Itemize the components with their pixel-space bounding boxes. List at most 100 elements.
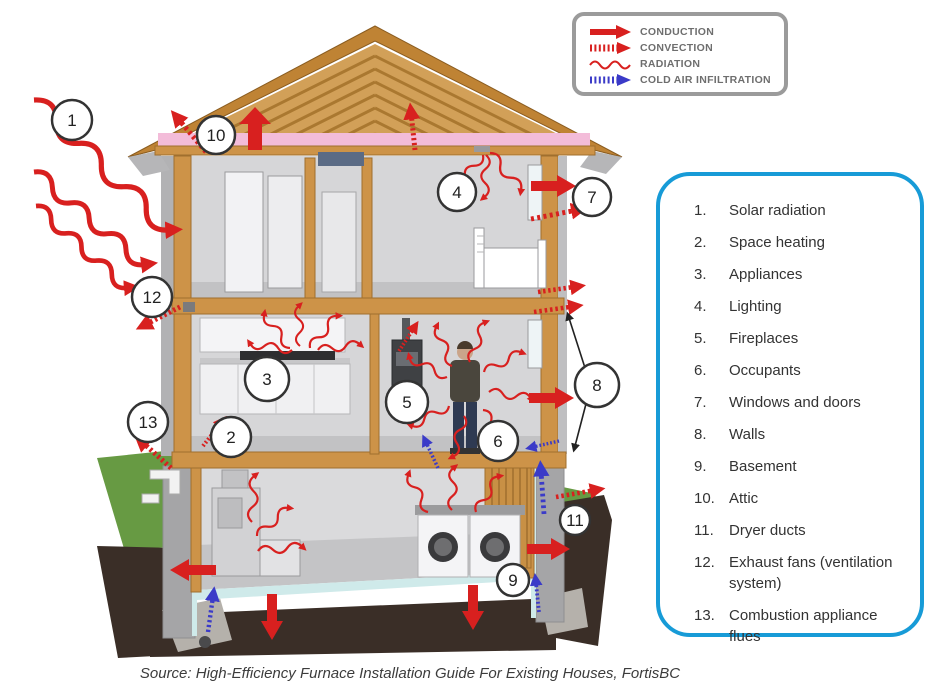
key-item: 9. Basement	[694, 456, 902, 477]
legend-item-label: RADIATION	[640, 58, 701, 70]
key-item: 11. Dryer ducts	[694, 520, 902, 541]
striped-red-arrow-icon	[588, 40, 640, 56]
key-item-number: 1.	[694, 202, 707, 219]
flue-pipes	[141, 469, 181, 504]
diagram-marker-4: 4	[436, 171, 478, 213]
window	[527, 319, 543, 369]
diagram-marker-8: 8	[573, 361, 621, 409]
key-item: 3. Appliances	[694, 264, 902, 285]
key-item-label: Walls	[729, 426, 766, 443]
svg-text:13: 13	[139, 413, 158, 432]
diagram-marker-7: 7	[571, 176, 613, 218]
svg-text:9: 9	[508, 571, 517, 590]
key-item-number: 3.	[694, 266, 707, 283]
svg-text:11: 11	[566, 511, 584, 530]
key-item-label: Windows and doors	[729, 394, 861, 411]
ground	[97, 450, 612, 658]
ceiling-light	[474, 146, 490, 152]
diagram-marker-11: 11	[558, 503, 592, 537]
key-item-number: 13.	[694, 607, 715, 624]
svg-text:6: 6	[493, 432, 502, 451]
person	[450, 341, 480, 454]
diagram-marker-6: 6	[476, 419, 520, 463]
roof	[127, 25, 623, 176]
stove	[240, 351, 335, 360]
key-item-label: Combustion appliance flues	[729, 607, 878, 645]
svg-text:1: 1	[67, 111, 76, 130]
key-item: 4. Lighting	[694, 296, 902, 317]
diagram-marker-5: 5	[384, 379, 430, 425]
key-item-number: 6.	[694, 362, 707, 379]
key-item-number: 4.	[694, 298, 707, 315]
source-caption: Source: High-Efficiency Furnace Installa…	[139, 665, 681, 682]
key-item-label: Occupants	[729, 362, 801, 379]
svg-text:4: 4	[452, 183, 461, 202]
diagram-marker-9: 9	[495, 562, 531, 598]
key-item-number: 5.	[694, 330, 707, 347]
key-item-number: 7.	[694, 394, 707, 411]
key-item-label: Dryer ducts	[729, 522, 806, 539]
key-item: 1. Solar radiation	[694, 200, 902, 221]
key-item-label: Lighting	[729, 298, 782, 315]
key-item-number: 8.	[694, 426, 707, 443]
key-item: 10. Attic	[694, 488, 902, 509]
svg-text:3: 3	[262, 370, 271, 389]
legend-item-label: CONVECTION	[640, 42, 714, 54]
diagram-marker-2: 2	[209, 415, 253, 459]
legend-item-label: CONDUCTION	[640, 26, 715, 38]
key-item-label: Fireplaces	[729, 330, 799, 347]
key-item-number: 2.	[694, 234, 707, 251]
furnishings	[141, 146, 547, 578]
key-item: 6. Occupants	[694, 360, 902, 381]
key-item: 5. Fireplaces	[694, 328, 902, 349]
exhaust-fan-vent	[183, 302, 195, 312]
svg-text:7: 7	[587, 188, 596, 207]
furnace	[211, 469, 301, 577]
key-item-number: 10.	[694, 490, 715, 507]
diagram-marker-13: 13	[126, 400, 170, 444]
conduction-arrows	[170, 107, 576, 640]
legend-item: CONVECTION	[588, 40, 776, 56]
key-item-label: Appliances	[729, 266, 803, 283]
key-item-label: Basement	[729, 458, 797, 475]
key-item-label: Exhaust fans (ventilation system)	[729, 554, 893, 592]
key-item: 7. Windows and doors	[694, 392, 902, 413]
legend-box: CONDUCTION CONVECTION RADIATION COLD AIR IN…	[572, 12, 788, 96]
striped-blue-arrow-icon	[588, 72, 640, 88]
svg-text:8: 8	[592, 376, 601, 395]
diagram-marker-1: 1	[50, 98, 94, 142]
key-item-label: Attic	[729, 490, 759, 507]
door	[267, 175, 303, 289]
solid-red-arrow-icon	[588, 24, 640, 40]
key-item: 2. Space heating	[694, 232, 902, 253]
key-item: 8. Walls	[694, 424, 902, 445]
bed	[473, 227, 547, 289]
key-item-number: 11.	[694, 522, 714, 539]
diagram-marker-12: 12	[130, 275, 174, 319]
drain-pipe	[199, 636, 211, 648]
key-item-label: Solar radiation	[729, 202, 826, 219]
legend-item: COLD AIR INFILTRATION	[588, 72, 776, 88]
key-item-number: 9.	[694, 458, 707, 475]
svg-text:10: 10	[207, 126, 226, 145]
heat-sources-panel: 1. Solar radiation 2. Space heating 3. Applia…	[656, 172, 924, 645]
door	[224, 171, 264, 293]
legend-item-label: COLD AIR INFILTRATION	[640, 74, 771, 86]
wavy-red-line-icon	[588, 56, 640, 72]
svg-text:5: 5	[402, 393, 411, 412]
diagram-marker-3: 3	[243, 355, 291, 403]
key-item: 12. Exhaust fans (ventilation system)	[694, 552, 902, 594]
key-item-number: 12.	[694, 554, 715, 571]
window	[527, 164, 543, 221]
svg-text:2: 2	[226, 428, 235, 447]
key-item: 13. Combustion appliance flues	[694, 605, 902, 647]
svg-text:12: 12	[143, 288, 162, 307]
attic-insulation	[158, 133, 590, 146]
legend-item: CONDUCTION	[588, 24, 776, 40]
wall-pointer-arrows	[565, 311, 588, 453]
key-item-label: Space heating	[729, 234, 825, 251]
legend-item: RADIATION	[588, 56, 776, 72]
